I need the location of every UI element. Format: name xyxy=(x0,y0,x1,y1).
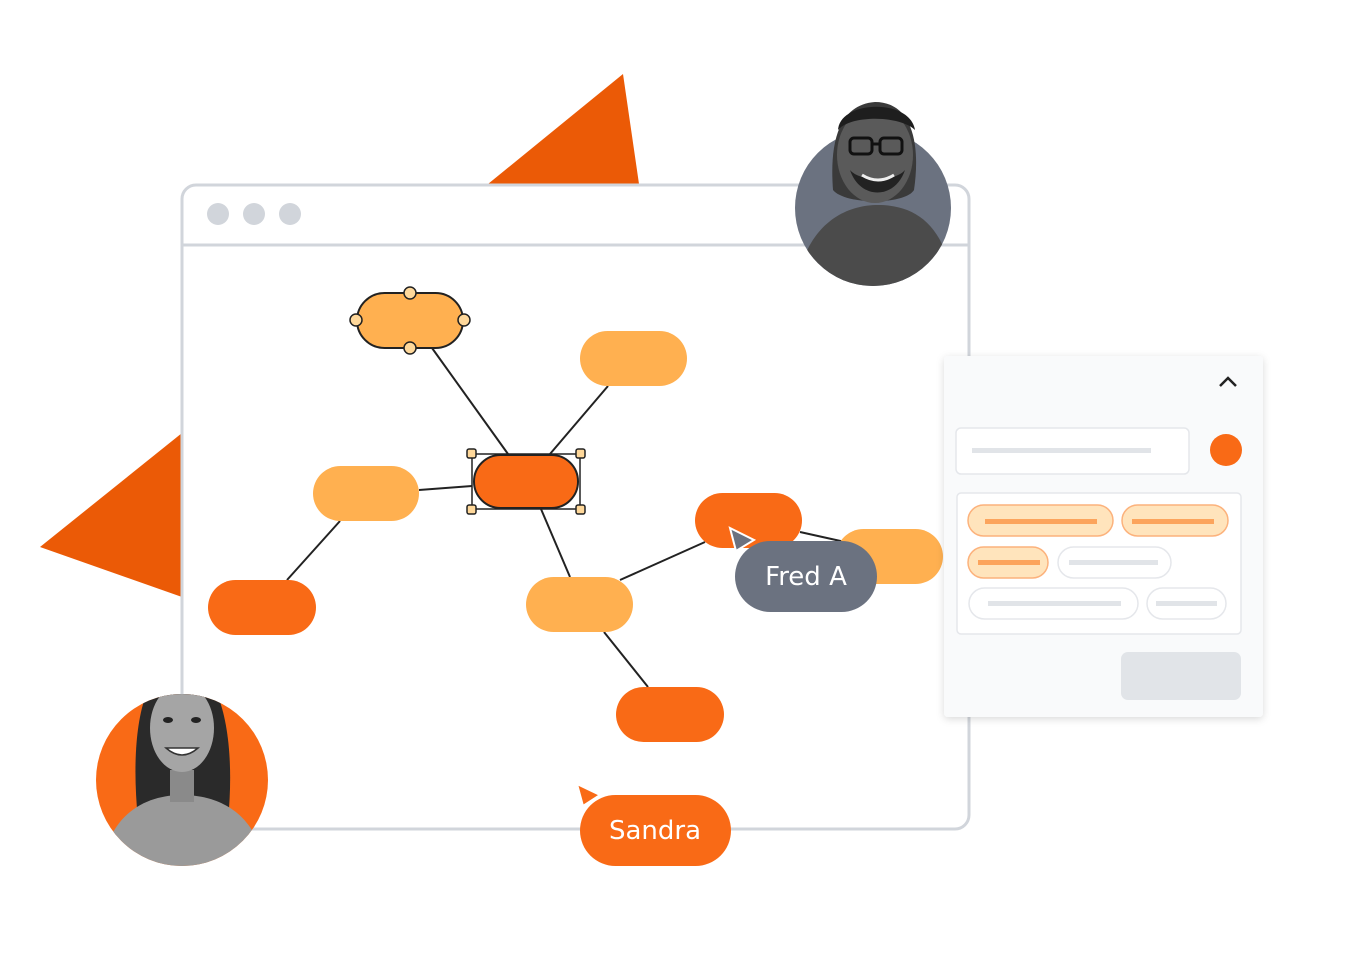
node[interactable] xyxy=(313,466,419,521)
panel-apply-button[interactable] xyxy=(1121,652,1241,700)
node[interactable] xyxy=(695,493,802,548)
node[interactable] xyxy=(616,687,724,742)
window-control-dot[interactable] xyxy=(279,203,301,225)
collaborator-cursor-fred xyxy=(728,526,877,612)
tag-chip[interactable] xyxy=(967,546,1049,579)
decorative-triangle-top xyxy=(488,74,639,184)
cursor-label-sandra: Sandra xyxy=(609,816,701,846)
cursor-arrow-icon xyxy=(575,782,603,808)
tag-chip[interactable] xyxy=(967,504,1114,537)
cursor-label-pill xyxy=(580,795,731,866)
tag-chip[interactable] xyxy=(1057,546,1172,579)
window-control-dot[interactable] xyxy=(207,203,229,225)
mind-map-nodes xyxy=(208,286,943,742)
tag-chip[interactable] xyxy=(1146,587,1227,620)
selected-node-center[interactable] xyxy=(466,448,586,515)
resize-handles[interactable] xyxy=(466,448,586,515)
node[interactable] xyxy=(208,580,316,635)
tag-chip[interactable] xyxy=(968,587,1139,620)
node[interactable] xyxy=(526,577,633,632)
collaborator-cursor-sandra xyxy=(575,782,731,866)
avatar-sandra xyxy=(96,694,268,866)
mind-map-connectors xyxy=(286,347,846,688)
panel-text-input[interactable] xyxy=(955,427,1190,475)
properties-panel xyxy=(944,356,1263,717)
decorative-triangle-left xyxy=(40,433,182,597)
resize-handles[interactable] xyxy=(349,286,471,355)
node[interactable] xyxy=(580,331,687,386)
glasses-icon xyxy=(848,136,904,156)
selected-node-top[interactable] xyxy=(349,286,471,355)
tag-chip[interactable] xyxy=(1121,504,1229,537)
cursor-label-pill xyxy=(735,541,877,612)
status-color-dot[interactable] xyxy=(1210,434,1242,466)
cursor-arrow-icon xyxy=(728,526,757,553)
cursor-label-fred: Fred A xyxy=(765,562,847,592)
window-control-dot[interactable] xyxy=(243,203,265,225)
tag-list xyxy=(956,492,1242,635)
chevron-up-icon[interactable] xyxy=(1219,376,1237,387)
